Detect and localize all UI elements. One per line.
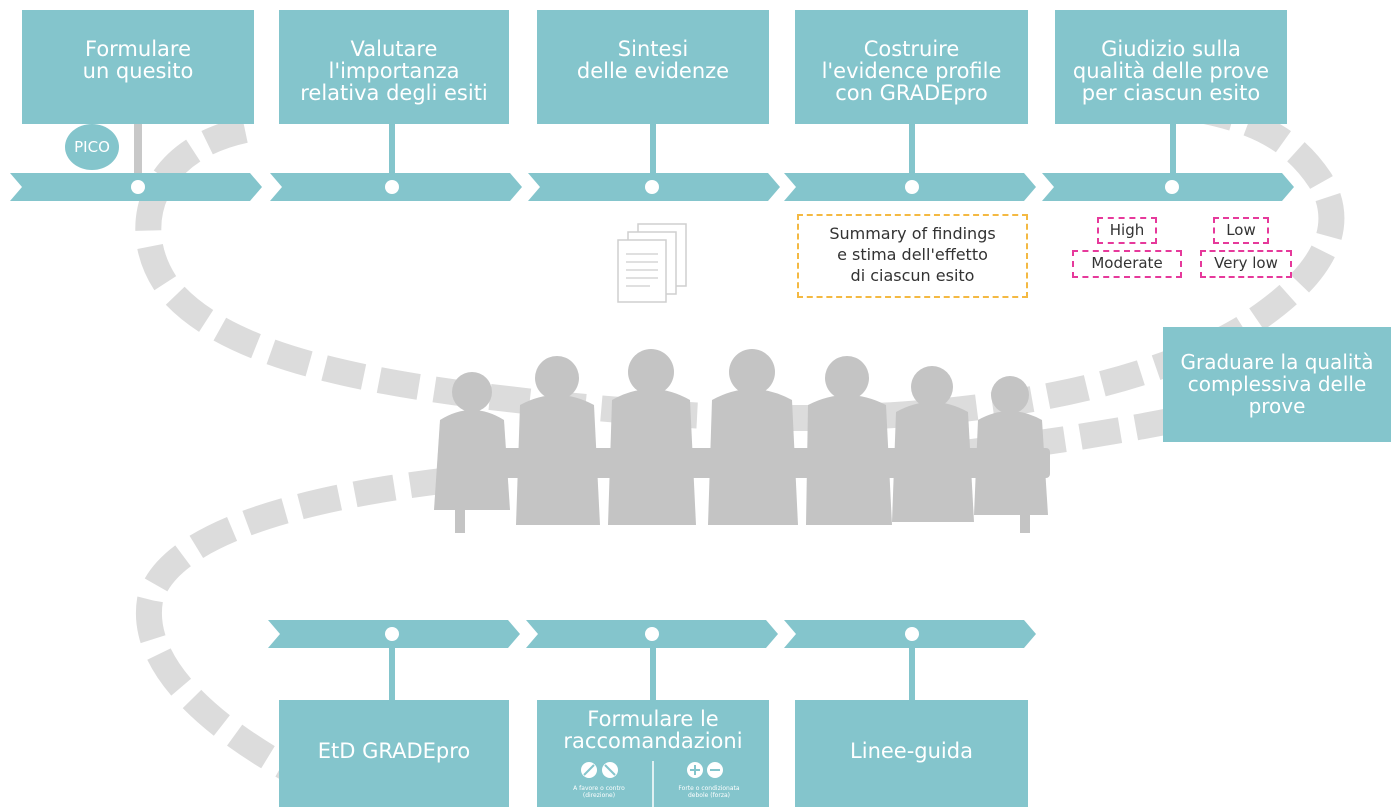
bottom-dots	[385, 627, 919, 641]
step-label: Giudizio sulla qualità delle prove per c…	[1072, 37, 1270, 105]
quality-moderate: Moderate	[1072, 250, 1182, 278]
step-evidence-profile: Costruire l'evidence profile con GRADEpr…	[795, 10, 1028, 124]
meeting-silhouette-icon	[434, 349, 1050, 533]
step-graduare-qualita: Graduare la qualità complessiva delle pr…	[1163, 327, 1391, 442]
step-label: Sintesi delle evidenze	[576, 37, 730, 83]
step-label: Valutare l'importanza relativa degli esi…	[300, 37, 488, 105]
bottom-connectors	[389, 641, 915, 701]
strength-caption: Forte o condizionata debole (forza)	[678, 785, 740, 799]
step-label: Formulare un quesito	[82, 37, 194, 83]
step-valutare-importanza: Valutare l'importanza relativa degli esi…	[279, 10, 509, 124]
quality-high: High	[1097, 217, 1157, 244]
direction-caption: A favore o contro (direzione)	[573, 785, 625, 799]
step-label: Formulare le raccomandazioni	[563, 707, 743, 753]
quality-very-low: Very low	[1200, 250, 1292, 278]
documents-icon	[617, 223, 687, 303]
step-raccomandazioni: Formulare le raccomandazioni A favore o …	[537, 700, 769, 807]
step-etd-gradepro: EtD GRADEpro	[279, 700, 509, 807]
minus-icon	[707, 762, 723, 778]
step-giudizio-qualita: Giudizio sulla qualità delle prove per c…	[1055, 10, 1287, 124]
pico-label: PICO	[74, 138, 110, 156]
step-formulare-quesito: Formulare un quesito	[22, 10, 254, 124]
step-label: Linee-guida	[850, 739, 973, 763]
recommendation-icons	[581, 761, 723, 807]
quality-low: Low	[1213, 217, 1269, 244]
step-linee-guida: Linee-guida	[795, 700, 1028, 807]
step-sintesi-evidenze: Sintesi delle evidenze	[537, 10, 769, 124]
plus-icon	[687, 762, 703, 778]
against-icon	[602, 762, 618, 778]
top-connectors	[134, 124, 1176, 184]
pico-badge: PICO	[65, 124, 119, 170]
top-dots	[131, 180, 1179, 194]
for-icon	[581, 762, 597, 778]
flow-path-lower	[135, 467, 452, 782]
step-label: Costruire l'evidence profile con GRADEpr…	[821, 37, 1002, 105]
step-label: EtD GRADEpro	[317, 739, 471, 763]
summary-of-findings: Summary of findings e stima dell'effetto…	[797, 214, 1028, 298]
